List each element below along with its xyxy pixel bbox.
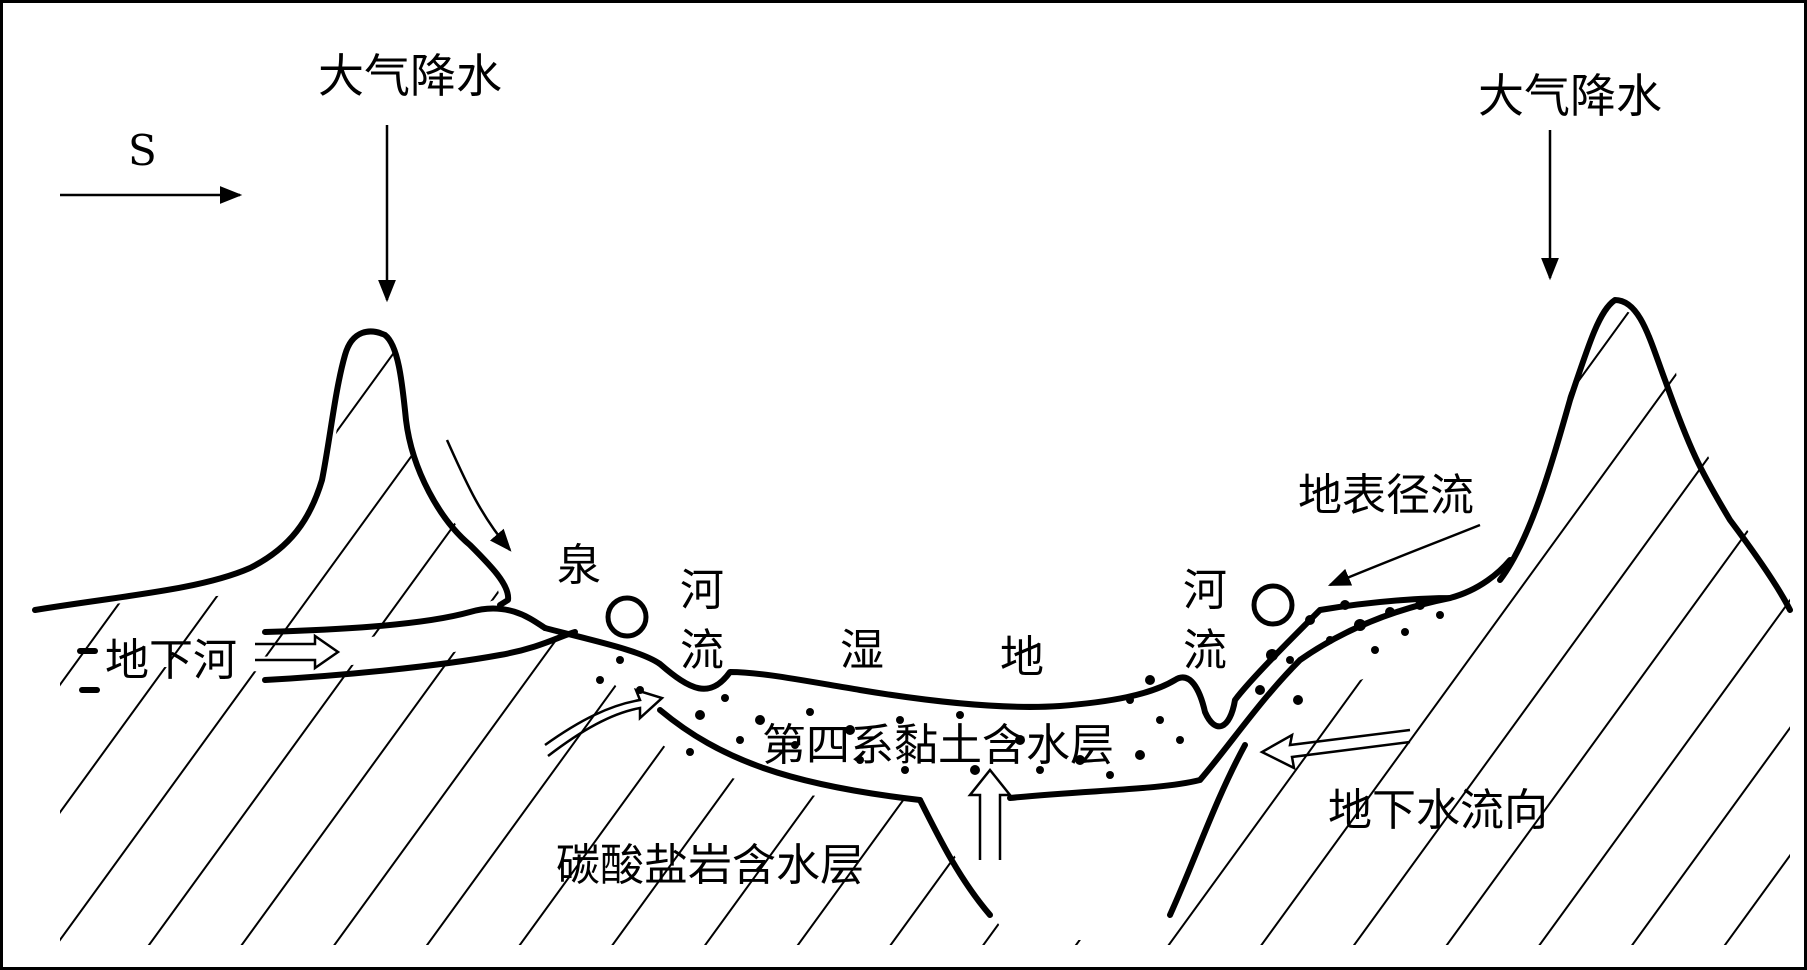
river-label-right-2: 流 — [1183, 625, 1227, 676]
wetland-label-2: 地 — [1000, 632, 1044, 683]
north-arrow-label: S — [128, 126, 157, 175]
river-label-left-2: 流 — [680, 625, 724, 676]
surface-runoff-label: 地表径流 — [1298, 470, 1474, 521]
spring-left — [608, 598, 646, 636]
carbonate-aquifer-label: 碳酸盐岩含水层 — [556, 840, 864, 891]
river-label-right-1: 河 — [1183, 565, 1227, 616]
spring-label: 泉 — [557, 540, 601, 591]
clay-aquifer-label: 第四系黏土含水层 — [762, 720, 1114, 771]
groundwater-flow-label: 地下水流向 — [1328, 785, 1548, 836]
wetland-label-1: 湿 — [840, 625, 884, 676]
precip-label-right: 大气降水 — [1478, 69, 1662, 123]
precip-label-left: 大气降水 — [318, 49, 502, 103]
underground-river-label: 地下河 — [105, 635, 237, 686]
spring-right — [1254, 586, 1292, 624]
river-label-left-1: 河 — [680, 565, 724, 616]
runoff-arrow-right — [1330, 525, 1480, 585]
